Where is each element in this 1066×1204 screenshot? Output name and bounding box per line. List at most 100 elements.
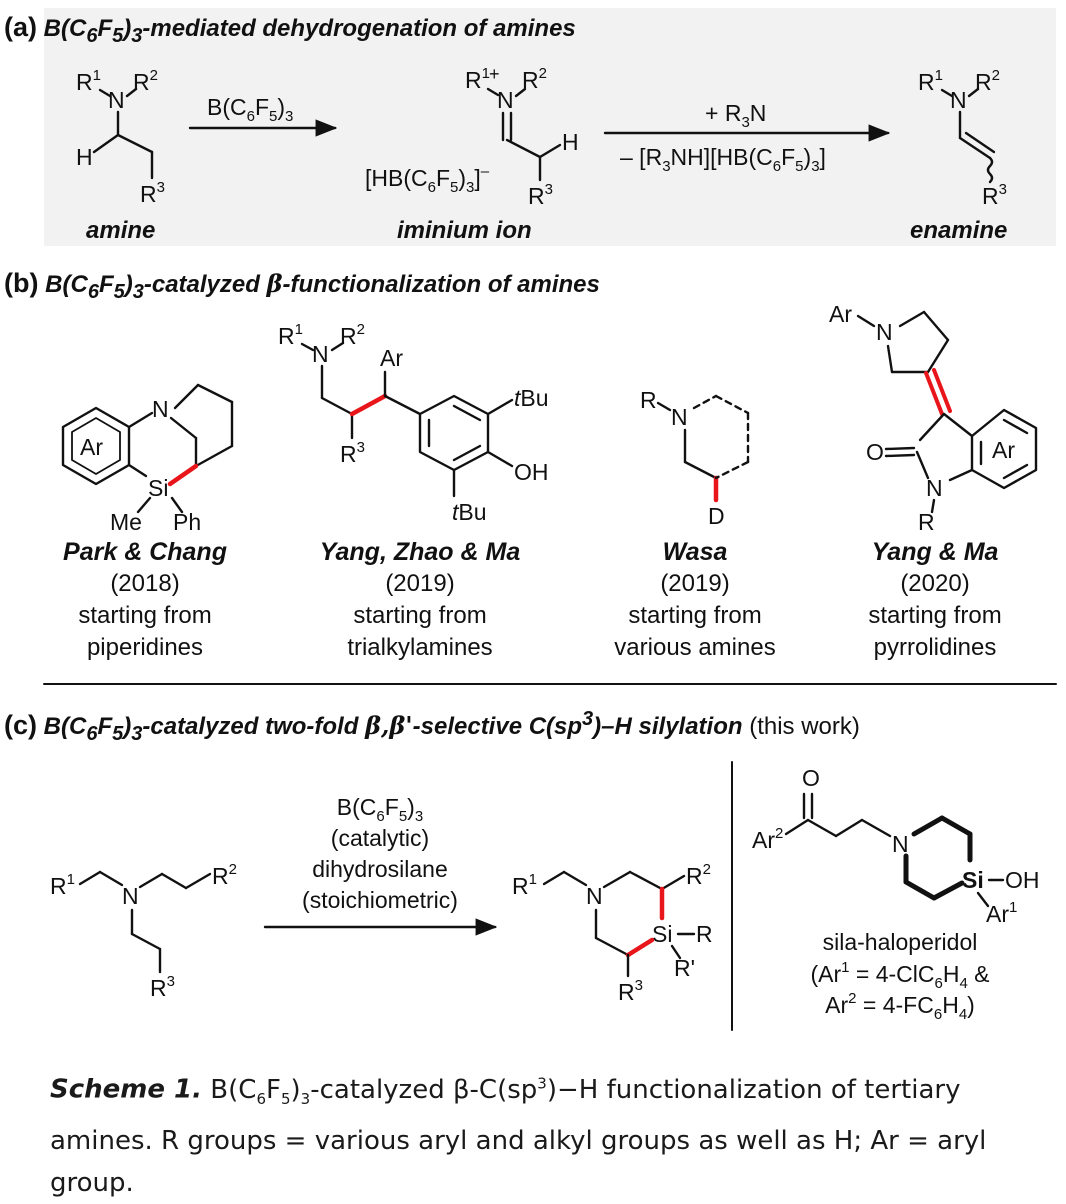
- scheme-caption: Scheme 1. B(C6F5)3-catalyzed β-C(sp3)−H …: [50, 1062, 1050, 1204]
- svg-text:H: H: [562, 129, 579, 155]
- svg-text:Si: Si: [148, 475, 168, 501]
- svg-text:R1: R1: [76, 67, 101, 95]
- panel-c-label: (c): [4, 710, 37, 740]
- svg-text:Ar: Ar: [80, 434, 103, 460]
- svg-text:R3: R3: [150, 973, 175, 1001]
- condition-catalyst: B(C6F5)3: [337, 794, 423, 825]
- svg-text:Ar: Ar: [992, 437, 1015, 463]
- sila-haloperidol-note2: Ar2 = 4-FC6H4): [825, 990, 975, 1023]
- svg-text:R1: R1: [50, 871, 75, 899]
- amine-structure: R1 N R2 H R3: [76, 67, 165, 207]
- svg-text:N: N: [122, 883, 139, 909]
- work-yang-ma: Yang & Ma (2020) starting from pyrrolidi…: [830, 536, 1040, 664]
- structure-wasa: R N D: [640, 387, 750, 529]
- arrow-a2-reagent-top: + R3N: [705, 100, 766, 131]
- svg-text:R2: R2: [340, 321, 365, 349]
- work-line1: starting from: [78, 602, 212, 629]
- work-line2: pyrrolidines: [873, 634, 997, 661]
- svg-text:R3: R3: [528, 181, 553, 209]
- svg-text:OH: OH: [1005, 867, 1040, 893]
- work-line1: starting from: [353, 602, 487, 629]
- work-line1: starting from: [628, 602, 762, 629]
- work-line2: various amines: [614, 634, 776, 661]
- condition-stoich: (stoichiometric): [302, 887, 458, 913]
- panel-a-label: (a): [4, 12, 37, 42]
- svg-text:Ph: Ph: [173, 509, 201, 535]
- svg-text:N: N: [152, 396, 169, 422]
- work-year: (2019): [385, 570, 455, 597]
- svg-text:tBu: tBu: [452, 499, 487, 525]
- sila-haloperidol-labels: sila-haloperidol (Ar1 = 4-ClC6H4 & Ar2 =…: [810, 929, 989, 1023]
- work-authors: Wasa: [662, 538, 728, 566]
- svg-text:O: O: [802, 765, 820, 791]
- panel-b-header: (b) B(C6F5)3-catalyzed β-functionalizati…: [4, 268, 600, 304]
- svg-text:R2: R2: [212, 861, 237, 889]
- svg-text:R: R: [918, 509, 935, 535]
- svg-text:+: +: [489, 64, 500, 84]
- condition-silane: dihydrosilane: [312, 856, 448, 882]
- arrow-c-conditions: B(C6F5)3 (catalytic) dihydrosilane (stoi…: [302, 794, 458, 913]
- work-year: (2019): [660, 570, 730, 597]
- work-year: (2020): [900, 570, 970, 597]
- svg-text:Ar: Ar: [380, 345, 403, 371]
- arrow-a1-reagent: B(C6F5)3: [207, 94, 293, 125]
- svg-text:R3: R3: [982, 181, 1007, 209]
- svg-text:Ar: Ar: [829, 301, 852, 327]
- svg-text:N: N: [876, 319, 893, 345]
- svg-text:N: N: [312, 341, 329, 367]
- panel-c-title-suffix: (this work): [749, 713, 860, 740]
- svg-text:Ar2: Ar2: [752, 825, 783, 853]
- svg-text:N: N: [926, 475, 943, 501]
- svg-text:R1: R1: [918, 67, 943, 95]
- product-structure: R1 N R2 Si R R' R3: [512, 861, 713, 1005]
- svg-text:N: N: [108, 87, 125, 113]
- panel-b-label: (b): [4, 268, 39, 298]
- starting-amine-structure: R1 N R2 R3: [50, 861, 237, 1001]
- work-authors: Park & Chang: [63, 538, 227, 566]
- svg-text:H: H: [76, 144, 93, 170]
- work-year: (2018): [110, 570, 180, 597]
- name-enamine: enamine: [910, 217, 1007, 244]
- name-amine: amine: [86, 217, 155, 244]
- name-iminium: iminium ion: [397, 217, 532, 244]
- work-yang-zhao-ma: Yang, Zhao & Ma (2019) starting from tri…: [300, 536, 540, 664]
- sila-haloperidol-name: sila-haloperidol: [823, 929, 978, 955]
- svg-text:R2: R2: [686, 861, 711, 889]
- caption-text: B(C6F5)3-catalyzed β-C(sp3)−H functional…: [50, 1074, 987, 1198]
- svg-text:Si: Si: [652, 921, 672, 947]
- svg-text:R1: R1: [465, 65, 490, 93]
- iminium-structure: R1 + N R2 H R3 [HB(C6F5)3]–: [365, 64, 579, 209]
- svg-text:tBu: tBu: [514, 385, 549, 411]
- svg-text:N: N: [586, 883, 603, 909]
- svg-text:R2: R2: [133, 67, 158, 95]
- svg-text:N: N: [671, 404, 688, 430]
- panel-a-header: (a) B(C6F5)3-mediated dehydrogenation of…: [4, 12, 576, 48]
- svg-text:R: R: [696, 921, 713, 947]
- svg-text:N: N: [892, 831, 909, 857]
- condition-catalytic: (catalytic): [331, 825, 429, 851]
- svg-text:R2: R2: [975, 67, 1000, 95]
- work-authors: Yang, Zhao & Ma: [319, 538, 521, 566]
- structure-yang-zhao-ma: R1 N R2 R3 Ar tBu OH tBu: [278, 321, 549, 525]
- svg-text:Me: Me: [110, 509, 142, 535]
- svg-text:O: O: [866, 439, 884, 465]
- work-wasa: Wasa (2019) starting from various amines: [590, 536, 800, 664]
- sila-haloperidol-structure: O Ar2 N Si OH Ar1: [752, 765, 1040, 927]
- panel-c-header: (c) B(C6F5)3-catalyzed two-fold β,β'-sel…: [4, 708, 860, 746]
- work-line2: trialkylamines: [347, 634, 493, 661]
- svg-text:R3: R3: [340, 439, 365, 467]
- svg-text:R': R': [674, 955, 695, 981]
- svg-text:OH: OH: [514, 459, 549, 485]
- svg-text:D: D: [708, 503, 725, 529]
- panel-b-title: B(C6F5)3-catalyzed β-functionalization o…: [45, 269, 600, 303]
- structure-yang-ma: Ar N O N R Ar: [829, 301, 1038, 535]
- svg-text:[HB(C6F5)3]–: [HB(C6F5)3]–: [365, 163, 490, 196]
- panel-a-title: B(C6F5)3-mediated dehydrogenation of ami…: [43, 15, 576, 47]
- panel-c-title: B(C6F5)3-catalyzed two-fold β,β'-selecti…: [43, 708, 743, 745]
- svg-text:R1: R1: [278, 321, 303, 349]
- svg-text:R: R: [640, 387, 657, 413]
- svg-text:N: N: [497, 87, 514, 113]
- work-line2: piperidines: [86, 634, 204, 661]
- panel-a-names: amine iminium ion enamine: [86, 217, 1007, 244]
